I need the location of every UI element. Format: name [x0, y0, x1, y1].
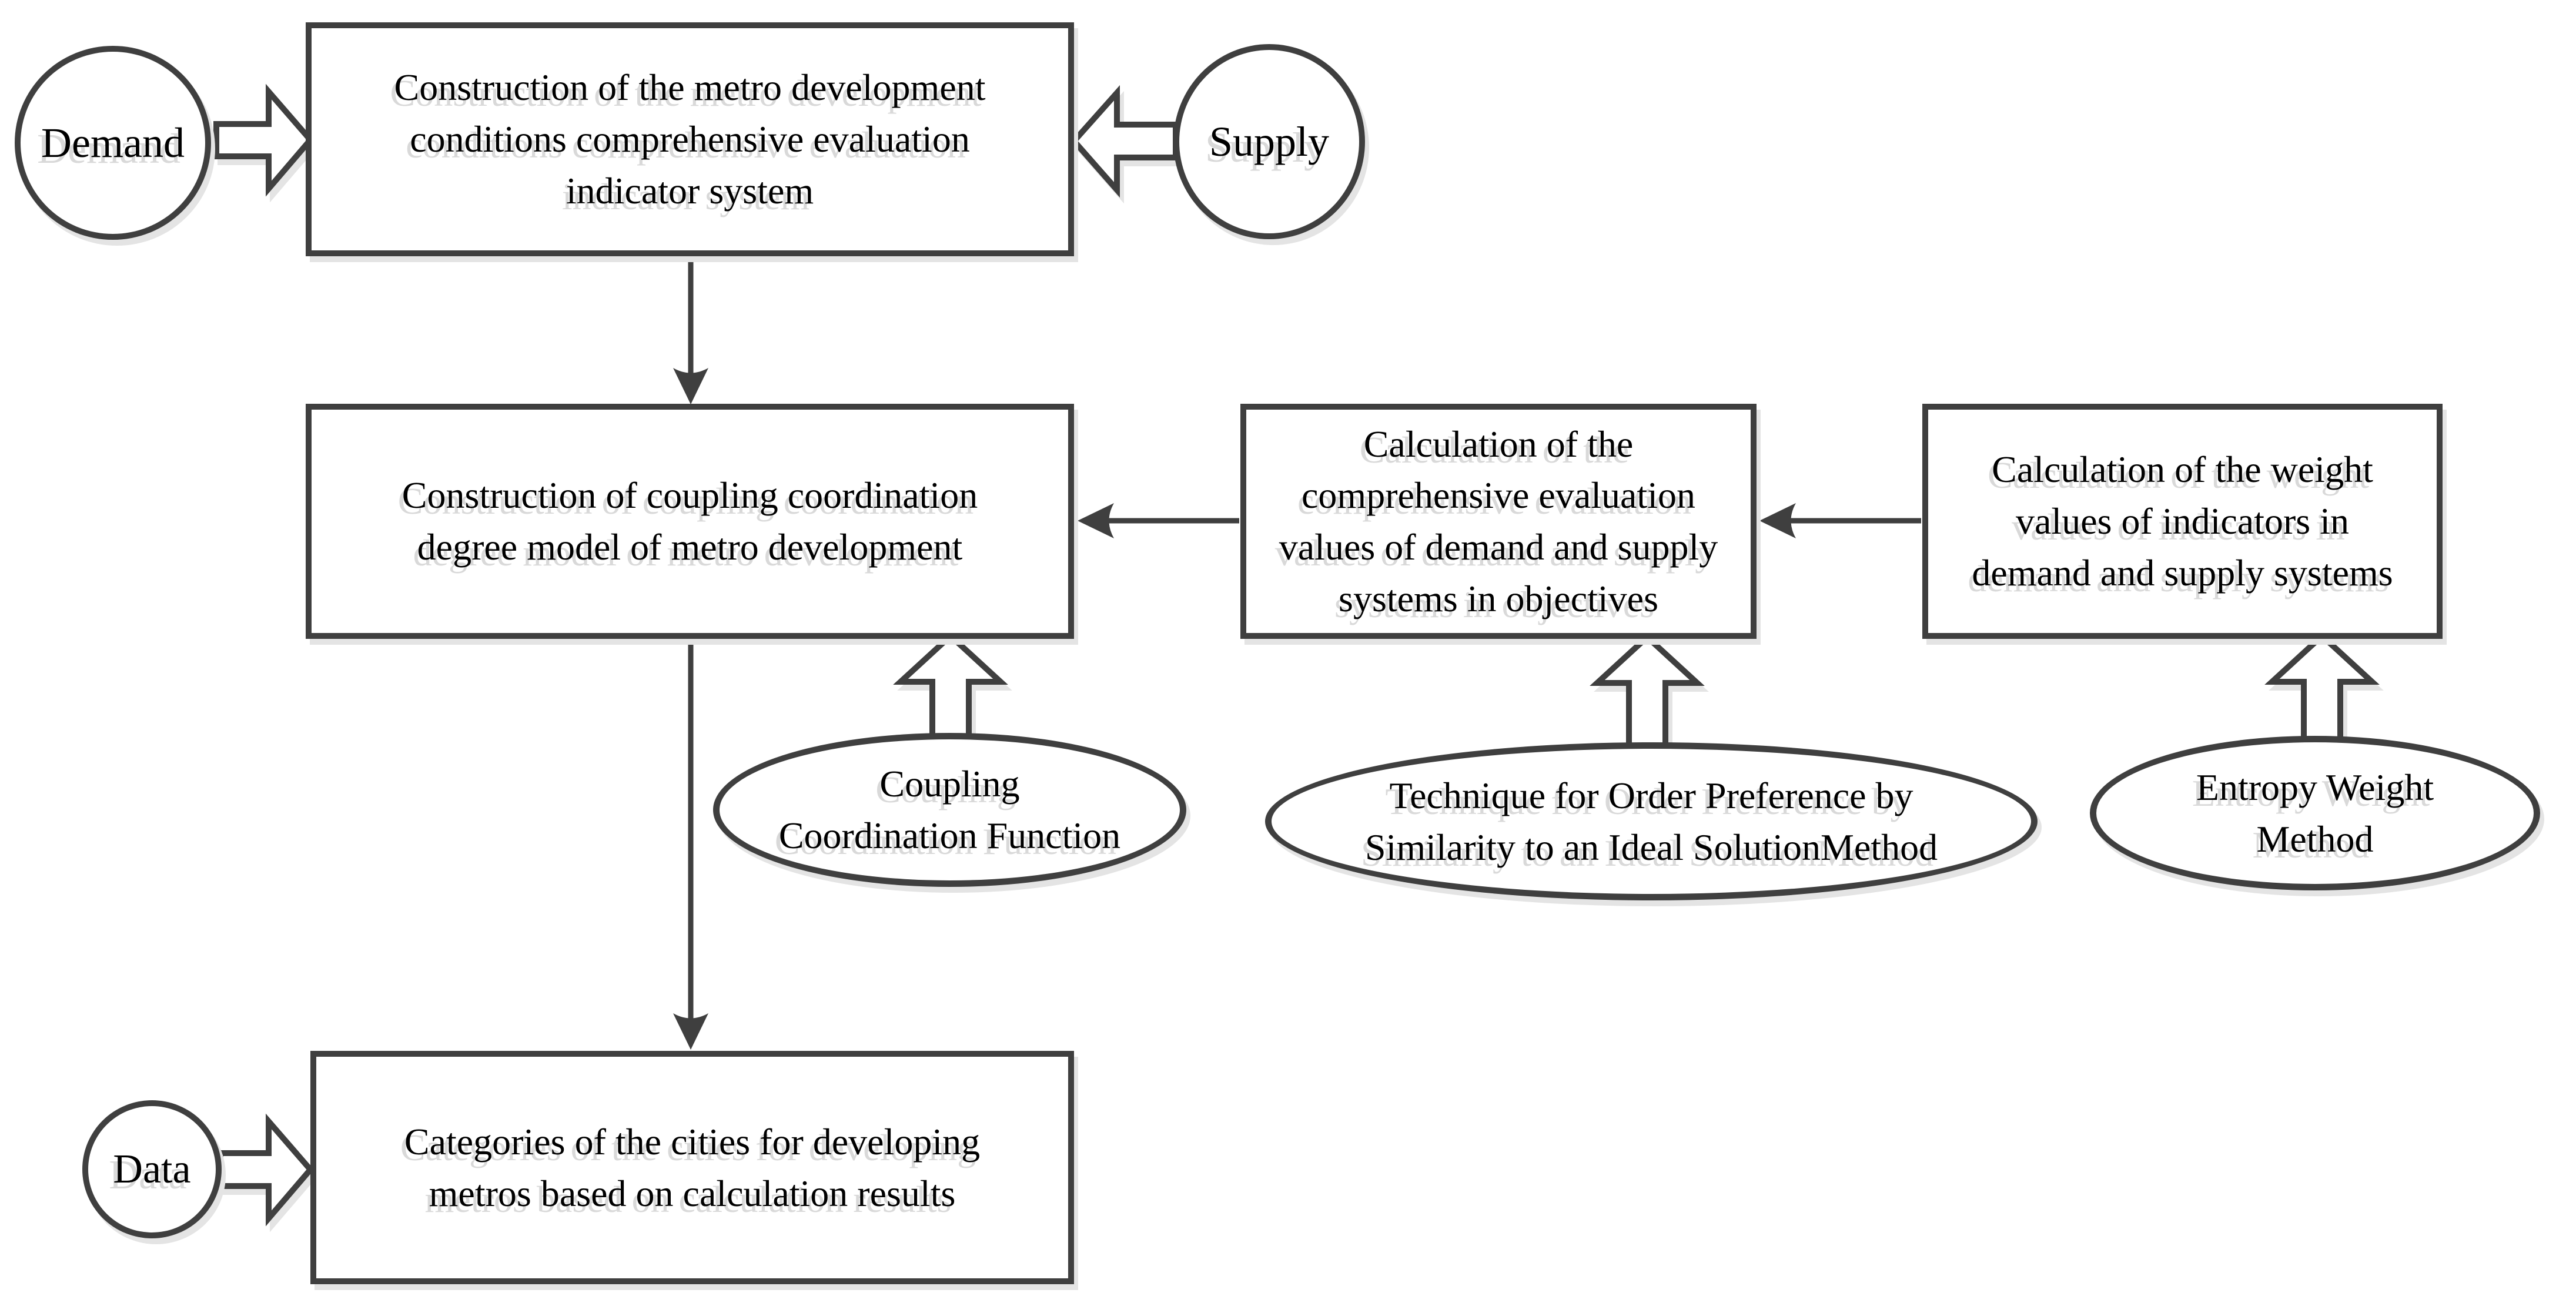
coupling-function-label: Coupling Coordination Function — [778, 763, 1121, 856]
evaluation-values-label: Calculation of the comprehensive evaluat… — [1279, 423, 1718, 619]
coupling-function-up-block-arrow — [893, 632, 1008, 743]
coupling-model-to-categories-arrowhead — [673, 1013, 708, 1050]
weight-values-label: Calculation of the weight values of indi… — [1972, 448, 2393, 594]
coupling-function-ellipse: Coupling Coordination Function — [713, 733, 1186, 887]
entropy-label: Entropy Weight Method — [2196, 766, 2434, 860]
categories-label: Categories of the cities for developing … — [404, 1120, 981, 1214]
coupling-model-label: Construction of coupling coordination de… — [402, 474, 978, 568]
categories-box: Categories of the cities for developing … — [310, 1051, 1074, 1284]
topsis-label: Technique for Order Preference by Simila… — [1364, 774, 1938, 868]
demand-label: Demand — [41, 119, 185, 166]
evaluation-to-coupling-model-arrowhead — [1078, 503, 1114, 538]
entropy-ellipse: Entropy Weight Method — [2090, 736, 2540, 890]
topsis-ellipse: Technique for Order Preference by Simila… — [1265, 742, 2038, 900]
demand-to-indicator-block-arrow — [213, 83, 315, 197]
entropy-up-block-arrow — [2264, 632, 2380, 745]
coupling-model-box: Construction of coupling coordination de… — [306, 404, 1074, 639]
supply-to-indicator-block-arrow — [1070, 85, 1179, 198]
indicator-system-label: Construction of the metro development co… — [394, 66, 986, 212]
demand-node: Demand — [15, 46, 211, 240]
data-to-categories-block-arrow — [218, 1113, 315, 1227]
indicator-system-box: Construction of the metro development co… — [306, 22, 1074, 256]
topsis-up-block-arrow — [1590, 633, 1705, 752]
supply-label: Supply — [1209, 118, 1330, 165]
evaluation-values-box: Calculation of the comprehensive evaluat… — [1240, 404, 1757, 639]
weight-to-evaluation-arrowhead — [1759, 503, 1796, 538]
supply-node: Supply — [1173, 44, 1365, 239]
data-node: Data — [82, 1100, 222, 1238]
weight-values-box: Calculation of the weight values of indi… — [1922, 404, 2443, 639]
indicator-to-coupling-model-arrowhead — [673, 368, 708, 404]
data-label: Data — [113, 1146, 191, 1192]
